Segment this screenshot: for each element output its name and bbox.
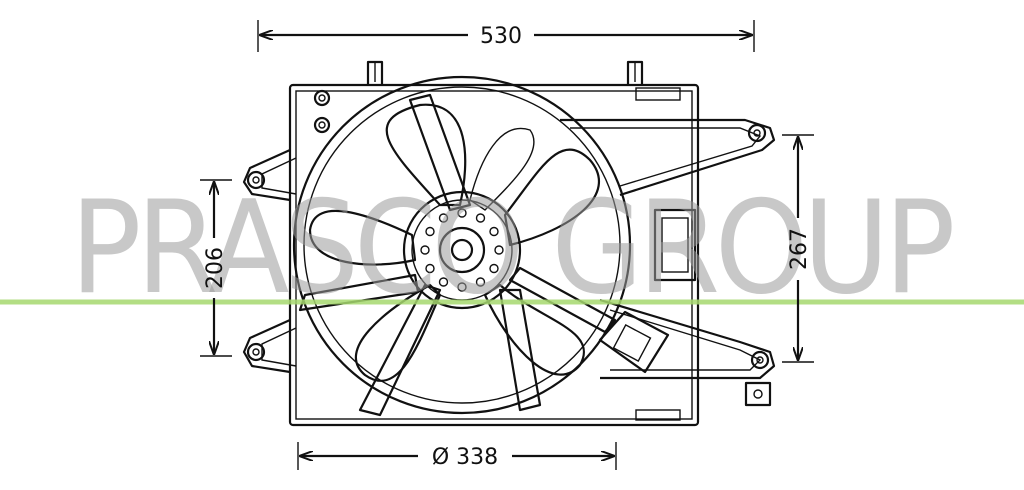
resistor-module [598, 310, 670, 374]
hub-hole [457, 282, 467, 292]
motor-hub [402, 190, 522, 310]
hub-hole [438, 213, 449, 223]
hub-hole [489, 263, 499, 274]
watermark: PRASCO GROUP [0, 174, 1024, 323]
hub-hole [438, 277, 449, 287]
fan-ring [292, 75, 632, 415]
hub-hole [425, 226, 435, 237]
watermark-text: PRASCO GROUP [70, 174, 952, 323]
dimension-right-height: 267 [782, 134, 814, 363]
dimension-fan-diameter: Ø 338 [297, 442, 617, 470]
hub-hole [420, 245, 430, 255]
dimension-label-left-height: 206 [203, 247, 228, 289]
left-bracket [242, 148, 297, 374]
dimension-label-diameter: Ø 338 [432, 445, 498, 470]
hub-hole [489, 226, 499, 237]
hub-hole [425, 263, 435, 274]
hub-hole [494, 245, 504, 255]
dimension-label-right-height: 267 [787, 228, 812, 270]
fan-blades [308, 103, 600, 382]
hub-hole [475, 277, 486, 287]
fan-frame [288, 60, 700, 427]
hub-hole [457, 208, 467, 218]
hub-hole [475, 213, 486, 223]
dimension-overall-width: 530 [257, 20, 755, 52]
dimension-left-height: 206 [200, 179, 232, 357]
dimension-label-width: 530 [480, 24, 522, 49]
right-bracket [560, 118, 776, 407]
